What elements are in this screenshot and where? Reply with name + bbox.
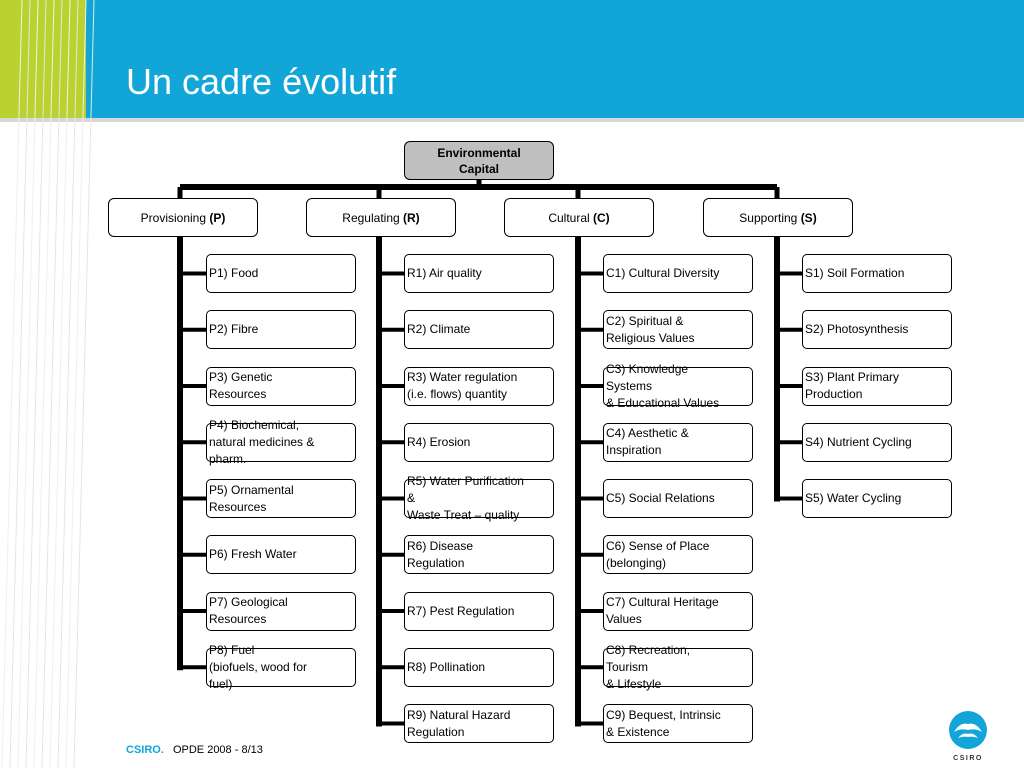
service-box-r5: R5) Water Purification & Waste Treat – q… <box>404 474 554 522</box>
category-code: (P) <box>209 210 226 225</box>
footer-brand: CSIRO. <box>126 744 164 756</box>
service-label: C7) Cultural Heritage Values <box>606 595 719 626</box>
root-label: Environmental Capital <box>437 145 521 176</box>
service-label: P3) Genetic Resources <box>209 370 273 401</box>
footer: CSIRO. OPDE 2008 - 8/13 <box>126 744 263 756</box>
service-label: S4) Nutrient Cycling <box>805 434 912 449</box>
service-box-c9: C9) Bequest, Intrinsic & Existence <box>603 704 753 743</box>
slide-title: Un cadre évolutif <box>126 61 397 102</box>
service-box-s3: S3) Plant Primary Production <box>802 366 952 406</box>
service-label: C9) Bequest, Intrinsic & Existence <box>606 707 721 739</box>
service-box-r9: R9) Natural Hazard Regulation <box>404 704 554 743</box>
service-label: R1) Air quality <box>407 266 482 280</box>
service-label: P7) Geological Resources <box>209 595 288 626</box>
service-box-r1: R1) Air quality <box>404 254 554 293</box>
service-box-p1: P1) Food <box>206 254 356 293</box>
category-code: (C) <box>593 210 610 225</box>
service-box-c3: C3) Knowledge Systems & Educational Valu… <box>603 362 753 410</box>
service-label: P2) Fibre <box>209 322 259 337</box>
category-p: Provisioning (P) <box>108 198 258 237</box>
decorative-stripes <box>1 0 95 768</box>
service-label: R4) Erosion <box>407 434 471 449</box>
csiro-logo-icon: CSIRO <box>949 711 987 762</box>
service-label: S1) Soil Formation <box>805 266 905 280</box>
service-label: C3) Knowledge Systems & Educational Valu… <box>606 361 720 410</box>
category-label: Regulating <box>342 210 404 225</box>
service-label: C8) Recreation, Tourism & Lifestyle <box>606 642 691 691</box>
category-code: (R) <box>403 210 420 225</box>
category-c: Cultural (C) <box>504 198 654 237</box>
service-box-p7: P7) Geological Resources <box>206 591 356 631</box>
header-rule <box>0 118 1024 122</box>
service-label: R6) Disease Regulation <box>407 538 474 570</box>
footer-text: OPDE 2008 - 8/13 <box>172 744 263 756</box>
service-label: P5) Ornamental Resources <box>209 482 294 514</box>
service-box-c6: C6) Sense of Place (belonging) <box>603 535 753 575</box>
category-label: Cultural <box>548 210 593 225</box>
service-label: R2) Climate <box>407 322 471 337</box>
service-label: R7) Pest Regulation <box>407 603 515 618</box>
service-label: R8) Pollination <box>407 659 486 674</box>
category-label: Supporting <box>739 210 801 225</box>
service-label: R9) Natural Hazard Regulation <box>407 707 511 739</box>
service-box-p6: P6) Fresh Water <box>206 535 356 575</box>
service-label: C4) Aesthetic & Inspiration <box>606 426 689 458</box>
category-r: Regulating (R) <box>306 198 456 237</box>
service-label: S5) Water Cycling <box>805 491 902 505</box>
service-label: P6) Fresh Water <box>209 547 297 562</box>
service-box-c5: C5) Social Relations <box>603 479 753 518</box>
service-box-p5: P5) Ornamental Resources <box>206 479 356 518</box>
service-box-r6: R6) Disease Regulation <box>404 535 554 575</box>
service-label: C6) Sense of Place (belonging) <box>606 538 710 570</box>
category-code: (S) <box>800 210 817 225</box>
service-box-r3: R3) Water regulation (i.e. flows) quanti… <box>404 366 554 406</box>
service-box-c2: C2) Spiritual & Religious Values <box>603 310 753 350</box>
service-label: P4) Biochemical, natural medicines & pha… <box>209 417 315 466</box>
service-label: S3) Plant Primary Production <box>805 370 900 401</box>
service-box-s5: S5) Water Cycling <box>802 479 952 518</box>
service-box-c4: C4) Aesthetic & Inspiration <box>603 422 753 462</box>
service-box-c7: C7) Cultural Heritage Values <box>603 591 753 631</box>
service-label: R5) Water Purification & Waste Treat – q… <box>407 474 524 522</box>
service-box-r2: R2) Climate <box>404 310 554 350</box>
service-label: P1) Food <box>209 266 259 280</box>
service-box-p4: P4) Biochemical, natural medicines & pha… <box>206 418 356 466</box>
service-box-s4: S4) Nutrient Cycling <box>802 422 952 462</box>
category-label: Provisioning <box>140 210 210 225</box>
service-box-c8: C8) Recreation, Tourism & Lifestyle <box>603 643 753 691</box>
service-box-c1: C1) Cultural Diversity <box>603 254 753 293</box>
service-box-r7: R7) Pest Regulation <box>404 591 554 631</box>
service-label: C2) Spiritual & Religious Values <box>606 313 695 345</box>
service-label: P8) Fuel (biofuels, wood for fuel) <box>209 642 308 691</box>
service-box-p2: P2) Fibre <box>206 310 356 350</box>
service-box-r8: R8) Pollination <box>404 647 554 687</box>
service-box-r4: R4) Erosion <box>404 422 554 462</box>
category-s: Supporting (S) <box>703 198 853 237</box>
service-box-p3: P3) Genetic Resources <box>206 366 356 406</box>
service-label: S2) Photosynthesis <box>805 322 909 337</box>
service-label: C5) Social Relations <box>606 491 715 505</box>
service-box-s2: S2) Photosynthesis <box>802 310 952 350</box>
root-node: Environmental Capital <box>404 141 554 180</box>
service-label: R3) Water regulation (i.e. flows) quanti… <box>407 370 518 401</box>
header-band <box>0 0 1024 118</box>
service-label: C1) Cultural Diversity <box>606 266 720 280</box>
logo-wordmark: CSIRO <box>953 755 983 762</box>
service-box-s1: S1) Soil Formation <box>802 254 952 293</box>
service-box-p8: P8) Fuel (biofuels, wood for fuel) <box>206 643 356 691</box>
